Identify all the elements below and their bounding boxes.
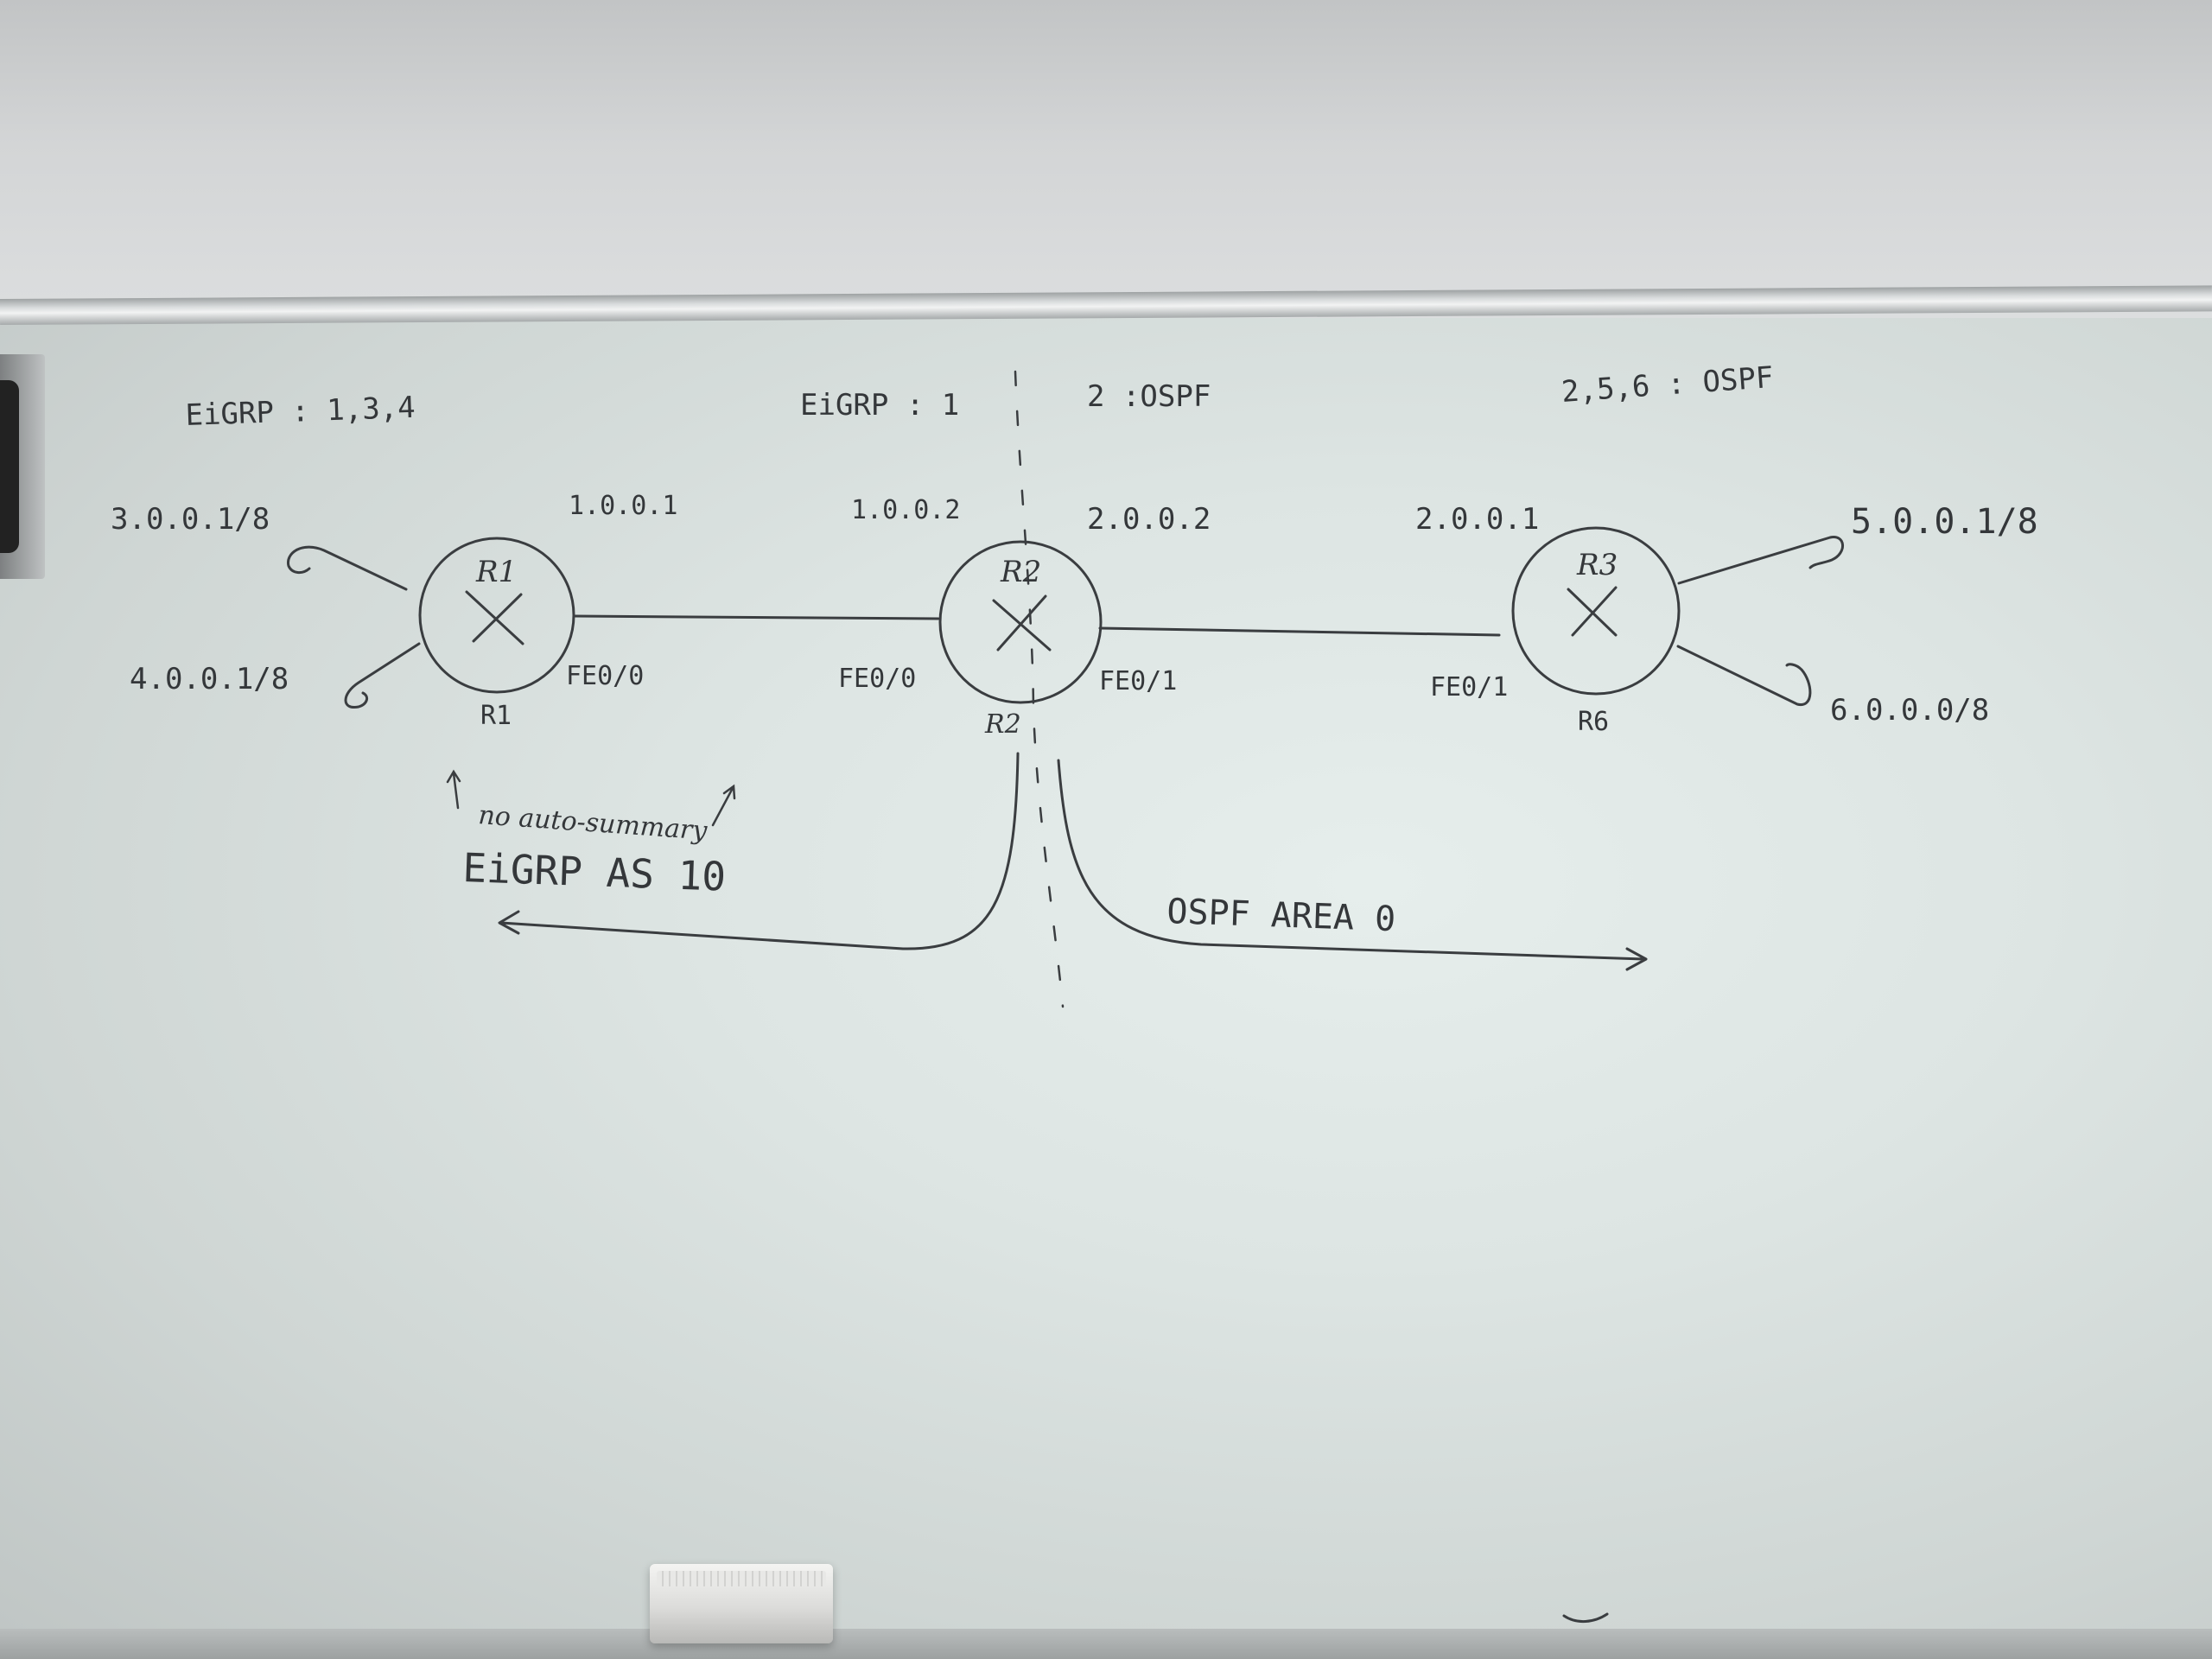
label-eigrp-domain: EiGRP AS 10 xyxy=(462,844,727,900)
note-r2-eigrp: EiGRP : 1 xyxy=(800,388,959,423)
note-no-auto-summary: no auto-summary xyxy=(477,800,709,846)
addr-loop-r3-bottom: 6.0.0.0/8 xyxy=(1830,693,1989,728)
router-r2-inner-label: R2 xyxy=(1000,555,1041,589)
addr-loop-r3-top: 5.0.0.1/8 xyxy=(1851,502,2038,542)
wall xyxy=(0,0,2212,320)
router-r1-inner-label: R1 xyxy=(475,555,517,589)
router-r3-inner-label: R3 xyxy=(1576,548,1618,582)
iface-r2-fe-left: FE0/0 xyxy=(838,664,916,694)
whiteboard xyxy=(0,318,2212,1659)
marker-tray xyxy=(0,1629,2212,1659)
iface-r1-fe: FE0/0 xyxy=(566,661,644,691)
router-r1[interactable]: R1 xyxy=(418,537,575,694)
eraser xyxy=(650,1564,833,1643)
arrow-no-auto-left xyxy=(446,769,461,810)
router-r3-label: R6 xyxy=(1578,707,1609,737)
router-r3-circle xyxy=(1511,526,1681,696)
router-r1-label: R1 xyxy=(480,701,512,731)
iface-r3-fe: FE0/1 xyxy=(1430,672,1508,702)
addr-loop-r1-bottom: 4.0.0.1/8 xyxy=(130,662,289,696)
addr-loop-r1-top: 3.0.0.1/8 xyxy=(111,502,270,537)
router-r2-cross xyxy=(992,594,1052,652)
marker-squiggle xyxy=(1562,1612,1609,1623)
arrow-no-auto-right xyxy=(711,784,736,827)
link-r2-r3 xyxy=(1098,626,1501,637)
addr-r3-link: 2.0.0.1 xyxy=(1415,502,1539,537)
arrow-eigrp-domain xyxy=(498,752,1020,950)
note-ospf-list: 2,5,6 : OSPF xyxy=(1560,360,1775,410)
domain-boundary xyxy=(1014,370,1065,1008)
iface-r2-fe-right: FE0/1 xyxy=(1099,666,1177,696)
router-r2-circle xyxy=(938,540,1103,704)
router-r3-cross xyxy=(1567,586,1618,637)
loopback-r1-top xyxy=(287,545,408,591)
router-r2-label: R2 xyxy=(984,709,1021,740)
label-ospf-domain: OSPF AREA 0 xyxy=(1166,892,1396,939)
note-r2-ospf: 2 :OSPF xyxy=(1087,379,1211,414)
addr-r2-right: 2.0.0.2 xyxy=(1087,502,1211,537)
note-eigrp-list: EiGRP : 1,3,4 xyxy=(185,391,416,433)
side-clip xyxy=(0,354,45,579)
router-r3[interactable]: R3 xyxy=(1511,526,1681,696)
addr-r1-link: 1.0.0.1 xyxy=(569,491,677,521)
link-r1-r2 xyxy=(573,614,940,620)
loopback-r3-top xyxy=(1677,536,1844,585)
arrow-ospf-domain xyxy=(1057,759,1648,971)
router-r2[interactable]: R2 xyxy=(938,540,1103,704)
router-r1-circle xyxy=(418,537,575,694)
loopback-r3-bottom xyxy=(1676,645,1812,706)
addr-r2-left: 1.0.0.2 xyxy=(851,495,960,525)
loopback-r1-bottom xyxy=(344,642,421,709)
router-r1-cross xyxy=(465,590,524,645)
